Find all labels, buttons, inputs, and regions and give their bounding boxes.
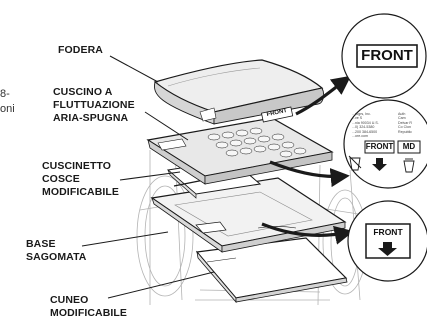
cuscino-aria-spugna-part: [146, 117, 334, 185]
label-cuneo-line1: CUNEO: [50, 294, 89, 306]
label-card-front-text: FRONT: [365, 142, 394, 151]
label-cuscino-line3: ARIA-SPUGNA: [53, 112, 129, 124]
recycle-bin-icon: [348, 155, 362, 171]
label-card-md-box: [397, 140, 421, 154]
bin-icon: [403, 158, 415, 173]
leader-lines: [81, 55, 215, 299]
fodera-cover-part: [153, 59, 325, 125]
label-fodera: FODERA: [58, 44, 103, 56]
label-card-down-arrow-icon: [372, 158, 387, 171]
label-cuscinetto-line1: CUSCINETTO: [42, 160, 112, 172]
cover-front-tag: [261, 106, 294, 123]
label-cuscino-line2: FLUTTUAZIONE: [53, 99, 135, 111]
label-card-address-left: ...rogrs, Inc. ...ve S ...nia 90034 U.S.…: [352, 112, 379, 139]
label-cuscino-line1: CUSCINO A: [53, 86, 113, 98]
label-cuscinetto-line3: MODIFICABILE: [42, 186, 120, 198]
label-base-line1: BASE: [26, 238, 56, 250]
label-card-address-right: Auth Cam Delvar R Co Clon Republic: [398, 112, 412, 134]
front-top-box: [356, 44, 418, 68]
base-sagomata-part: [150, 177, 347, 253]
front-top-text: FRONT: [361, 47, 413, 64]
label-cuscinetto-line2: COSCE: [42, 173, 80, 185]
cropped-text-top: 8-: [0, 88, 10, 100]
label-base-line2: SAGOMATA: [26, 251, 87, 263]
callout-arrows: [261, 75, 354, 245]
label-card-md-text: MD: [402, 142, 416, 151]
label-cuneo-line2: MODIFICABILE: [50, 307, 128, 319]
cropped-text-bottom: oni: [0, 103, 15, 115]
front-base-text: FRONT: [373, 227, 403, 237]
front-base-down-arrow-icon: [378, 242, 397, 256]
label-card-front-box: [364, 140, 395, 154]
